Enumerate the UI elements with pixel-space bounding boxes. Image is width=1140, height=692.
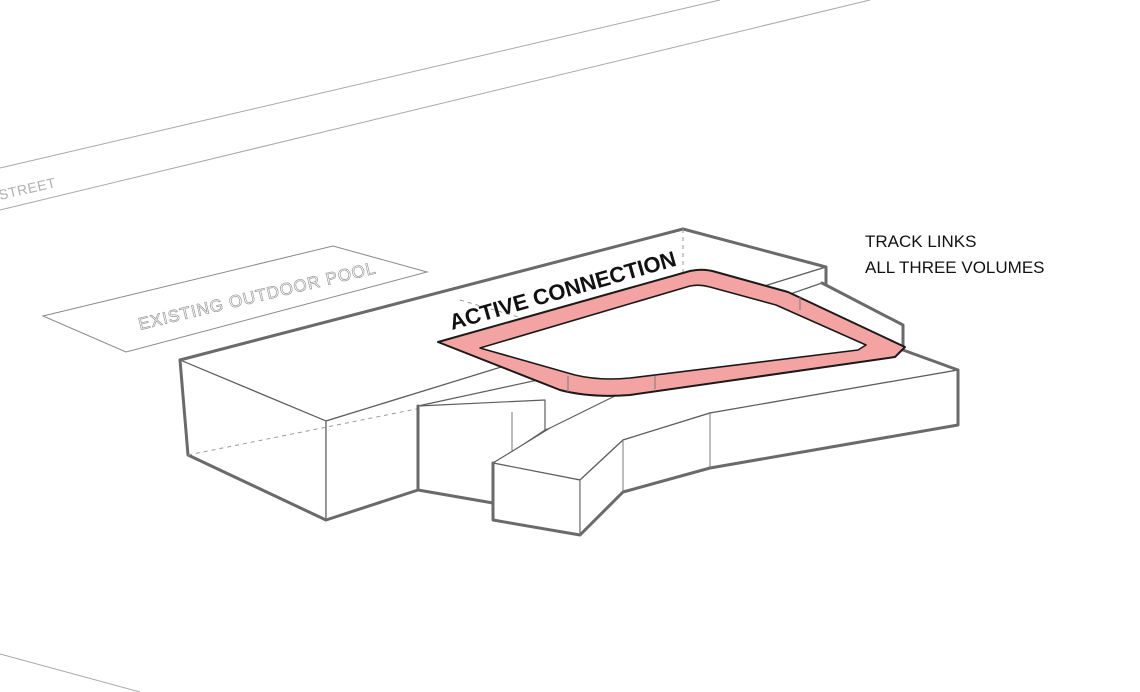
running-track xyxy=(437,268,906,397)
pool-outline xyxy=(41,245,429,353)
note-line-1: TRACK LINKS xyxy=(865,232,976,251)
middle-volume-base-edge xyxy=(416,404,495,505)
main-volume-base-edge xyxy=(178,358,420,522)
middle-volume-top-edge xyxy=(820,281,905,347)
front-volume-outline xyxy=(491,348,960,537)
track-inner-edge xyxy=(479,284,867,380)
site-edge-bottom xyxy=(0,653,141,692)
note-line-2: ALL THREE VOLUMES xyxy=(865,258,1045,277)
front-volume xyxy=(491,348,960,537)
street-edge-lower xyxy=(0,0,871,211)
street-edge-upper xyxy=(0,0,721,169)
